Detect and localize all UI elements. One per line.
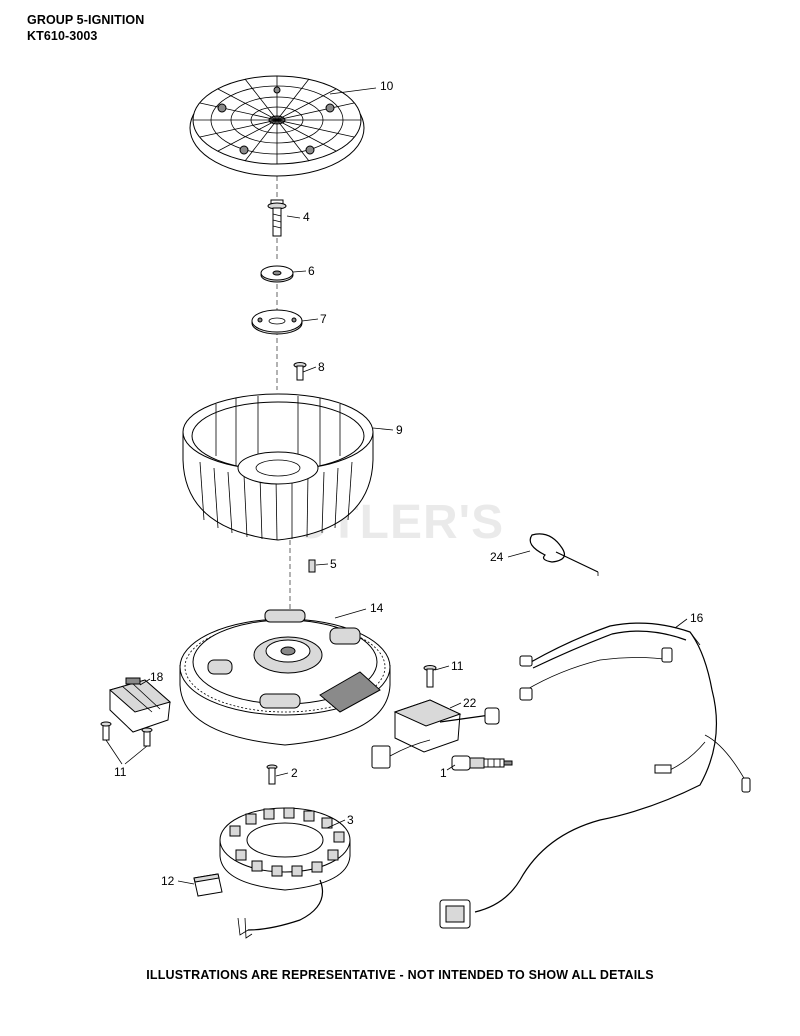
callout-5: 5	[330, 557, 337, 571]
model-number: KT610-3003	[27, 29, 98, 43]
part-16-wiring-harness	[439, 622, 751, 929]
callout-7: 7	[320, 312, 327, 326]
part-11-screw-right	[423, 665, 437, 688]
callout-14: 14	[370, 601, 384, 615]
callout-6: 6	[308, 264, 315, 278]
callout-10: 10	[380, 79, 394, 93]
part-6-washer	[260, 265, 294, 283]
callout-11-left: 11	[114, 765, 127, 779]
part-14-flywheel	[179, 609, 391, 746]
callout-11-right: 11	[451, 659, 464, 673]
part-24-cable-tie	[529, 533, 599, 576]
callout-1: 1	[440, 766, 447, 780]
part-9-fan	[182, 393, 374, 541]
callout-22: 22	[463, 696, 477, 710]
callout-2: 2	[291, 766, 298, 780]
part-10-grass-screen	[189, 75, 365, 177]
part-11-screws-left	[100, 721, 153, 747]
callout-4: 4	[303, 210, 310, 224]
callout-8: 8	[318, 360, 325, 374]
callout-9: 9	[396, 423, 403, 437]
disclaimer-footer: ILLUSTRATIONS ARE REPRESENTATIVE - NOT I…	[146, 968, 654, 982]
part-7-fan-plate	[251, 309, 303, 335]
callout-24: 24	[490, 550, 504, 564]
part-1-spark-plug	[451, 755, 513, 771]
part-5-key	[308, 559, 316, 573]
part-2-screw	[266, 764, 278, 785]
leader-lines	[105, 87, 688, 885]
callout-3: 3	[347, 813, 354, 827]
part-4-screw	[267, 199, 287, 237]
part-22-ignition-module	[371, 699, 500, 769]
part-12-clip	[193, 873, 223, 897]
callout-12: 12	[161, 874, 175, 888]
callout-18: 18	[150, 670, 164, 684]
callout-16: 16	[690, 611, 704, 625]
part-3-stator	[219, 807, 351, 939]
part-8-pin	[293, 362, 307, 381]
group-title: GROUP 5-IGNITION	[27, 13, 145, 27]
part-18-rectifier-regulator	[108, 677, 172, 733]
